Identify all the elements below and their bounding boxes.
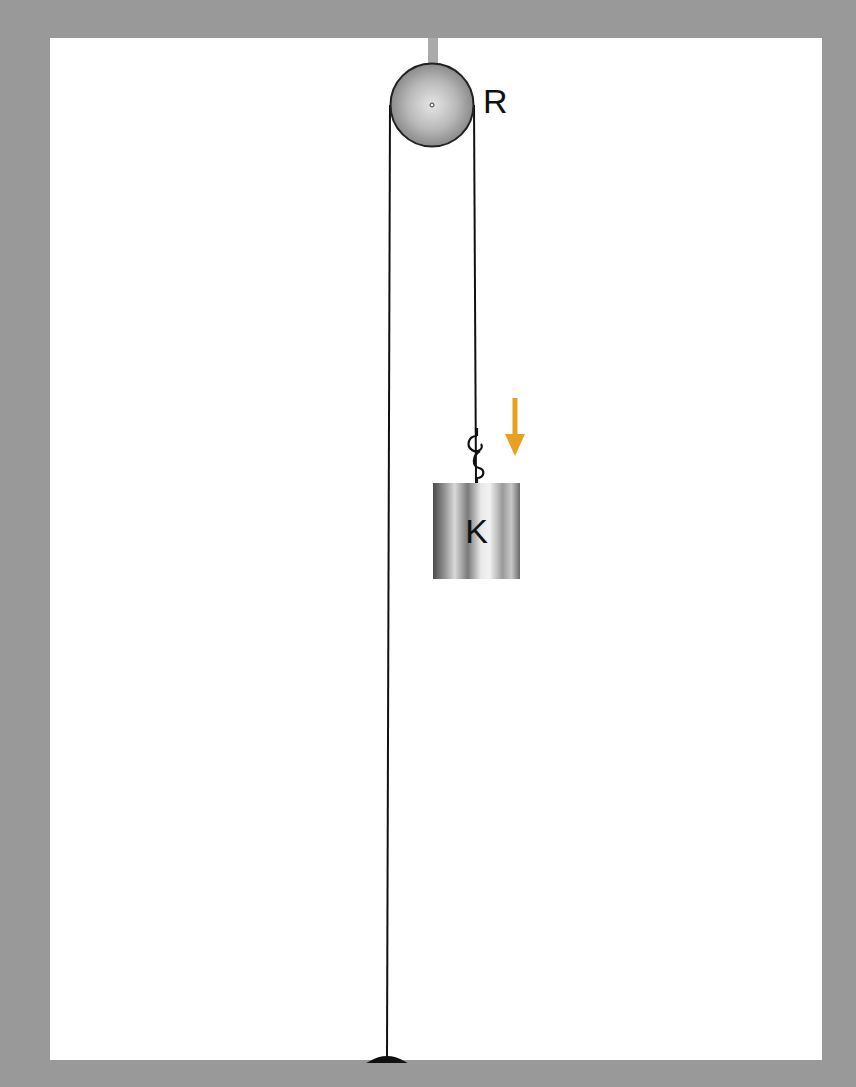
pulley-disc: [391, 64, 474, 147]
weight-block: K: [433, 483, 520, 579]
hook: [469, 428, 484, 485]
anchored-rope: [387, 105, 390, 1058]
pulley-axle: [430, 103, 434, 107]
motion-arrow-head: [505, 434, 525, 456]
pulley-outline: [389, 62, 475, 148]
part-label: R: [483, 84, 508, 118]
motion-arrow-shaft: [513, 398, 518, 436]
rope: [474, 105, 476, 483]
pulley-wheel: R: [389, 62, 475, 148]
floor-anchor: [370, 1057, 404, 1062]
part-label: K: [465, 514, 488, 548]
